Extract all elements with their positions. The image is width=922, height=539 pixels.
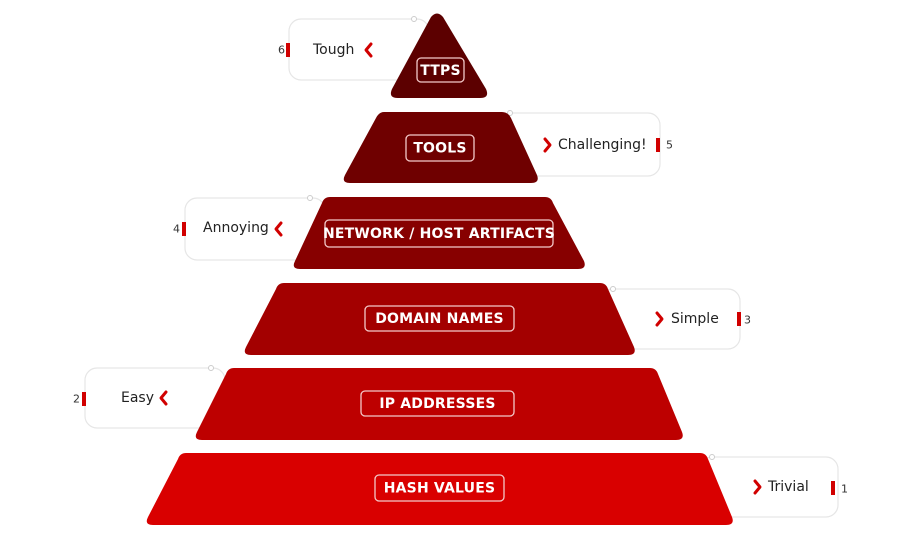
tier-ttps: TTPS — [390, 13, 488, 98]
callout-level-1: Trivial 1 — [699, 454, 848, 518]
tier-label: TTPS — [420, 63, 461, 79]
rank-bar — [831, 481, 835, 495]
difficulty-label: Annoying — [203, 220, 269, 236]
tier-hash-values: HASH VALUES — [146, 453, 733, 525]
tier-shape — [390, 13, 488, 98]
callout-level-3: Simple 3 — [599, 286, 751, 350]
tier-label: NETWORK / HOST ARTIFACTS — [323, 226, 555, 242]
tier-network-host-artifacts: NETWORK / HOST ARTIFACTS — [293, 197, 585, 269]
tier-shape — [195, 368, 683, 440]
rank-bar — [737, 312, 741, 326]
chevron-right-icon — [543, 137, 552, 153]
difficulty-label: Trivial — [767, 479, 809, 495]
difficulty-label: Tough — [312, 42, 354, 58]
rank-bar — [182, 222, 186, 236]
tier-shape — [244, 283, 635, 355]
chevron-right-icon — [655, 311, 664, 327]
rank-number: 2 — [73, 393, 80, 406]
tier-label: IP ADDRESSES — [379, 396, 495, 412]
tier-shape — [343, 112, 538, 183]
rank-number: 3 — [744, 314, 751, 327]
tier-ip-addresses: IP ADDRESSES — [195, 368, 683, 440]
difficulty-label: Simple — [671, 311, 719, 327]
tier-label: HASH VALUES — [384, 481, 496, 497]
tier-tools: TOOLS — [343, 112, 538, 183]
rank-number: 1 — [841, 483, 848, 496]
chevron-left-icon — [364, 42, 373, 58]
tier-domain-names: DOMAIN NAMES — [244, 283, 635, 355]
rank-number: 6 — [278, 44, 285, 57]
rank-bar — [656, 138, 660, 152]
rank-bar — [286, 43, 290, 57]
tier-shape — [293, 197, 585, 269]
tier-label: TOOLS — [413, 141, 466, 157]
chevron-left-icon — [274, 221, 283, 237]
callout-level-2: 2 Easy — [73, 365, 226, 429]
rank-number: 4 — [173, 223, 180, 236]
chevron-right-icon — [753, 479, 762, 495]
tier-label: DOMAIN NAMES — [375, 311, 504, 327]
tier-shape — [146, 453, 733, 525]
difficulty-label: Easy — [121, 390, 154, 406]
rank-number: 5 — [666, 139, 673, 152]
chevron-left-icon — [159, 390, 168, 406]
rank-bar — [82, 392, 86, 406]
callout-level-4: 4 Annoying — [173, 195, 326, 261]
difficulty-label: Challenging! — [558, 137, 647, 153]
